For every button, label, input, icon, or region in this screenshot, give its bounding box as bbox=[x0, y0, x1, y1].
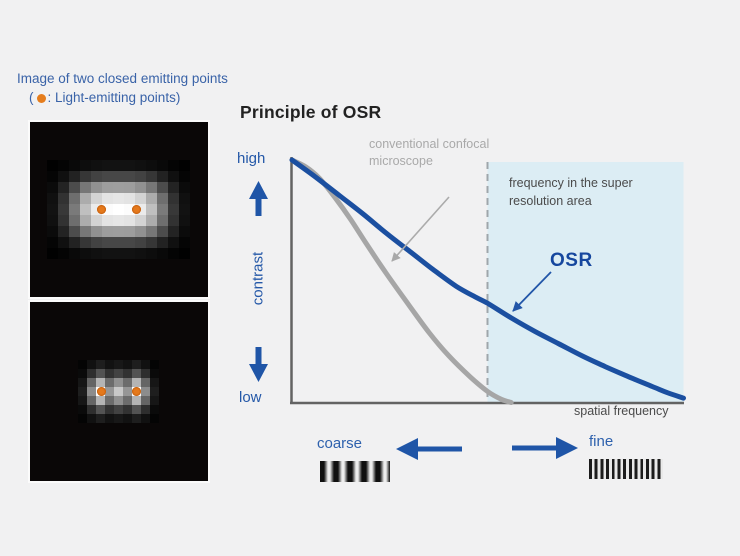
chart-title: Principle of OSR bbox=[240, 102, 382, 122]
osr-curve-label: OSR bbox=[550, 250, 593, 271]
light-emitting-point-icon bbox=[36, 94, 46, 103]
resolved-psf-image bbox=[30, 302, 208, 481]
super-resolution-region-label: frequency in the super resolution area bbox=[509, 174, 633, 210]
light-emitting-point-right-icon bbox=[132, 387, 141, 396]
light-emitting-point-left-icon bbox=[97, 387, 106, 396]
coarse-stripe-pattern bbox=[320, 461, 390, 482]
light-emitting-point-right-icon bbox=[132, 205, 141, 214]
fine-stripe-pattern bbox=[589, 459, 663, 479]
fine-label: fine bbox=[589, 433, 614, 450]
y-axis-high-label: high bbox=[237, 150, 266, 167]
caption-paren: ( bbox=[29, 90, 34, 105]
conventional-confocal-curve bbox=[289, 157, 514, 405]
conventional-curve-label-line2: microscope bbox=[369, 154, 433, 168]
left-panel-caption-line1: Image of two closed emitting points bbox=[17, 71, 228, 86]
conventional-label-pointer-arrow-icon bbox=[391, 196, 450, 262]
conventional-curve-label: conventional confocal microscope bbox=[369, 136, 489, 170]
unresolved-psf-pixel-grid bbox=[47, 160, 190, 259]
x-axis-title: spatial frequency bbox=[574, 404, 669, 418]
super-resolution-region-label-line2: resolution area bbox=[509, 194, 592, 208]
coarse-label: coarse bbox=[317, 435, 363, 452]
y-axis-low-label: low bbox=[239, 389, 262, 406]
super-resolution-region-label-line1: frequency in the super bbox=[509, 176, 633, 190]
osr-label-pointer-arrow-icon bbox=[512, 271, 552, 312]
unresolved-psf-image bbox=[30, 122, 208, 297]
down-arrow-icon bbox=[249, 347, 268, 382]
light-emitting-point-left-icon bbox=[97, 205, 106, 214]
conventional-curve-label-line1: conventional confocal bbox=[369, 137, 490, 151]
up-arrow-icon bbox=[249, 181, 268, 216]
caption-text: : Light-emitting points) bbox=[47, 90, 181, 105]
left-panel-caption-line2: ( : Light-emitting points) bbox=[29, 90, 180, 105]
left-arrow-icon bbox=[396, 438, 462, 460]
resolved-psf-pixel-grid bbox=[78, 360, 159, 423]
right-arrow-icon bbox=[512, 437, 578, 459]
y-axis-title: contrast bbox=[249, 251, 267, 306]
